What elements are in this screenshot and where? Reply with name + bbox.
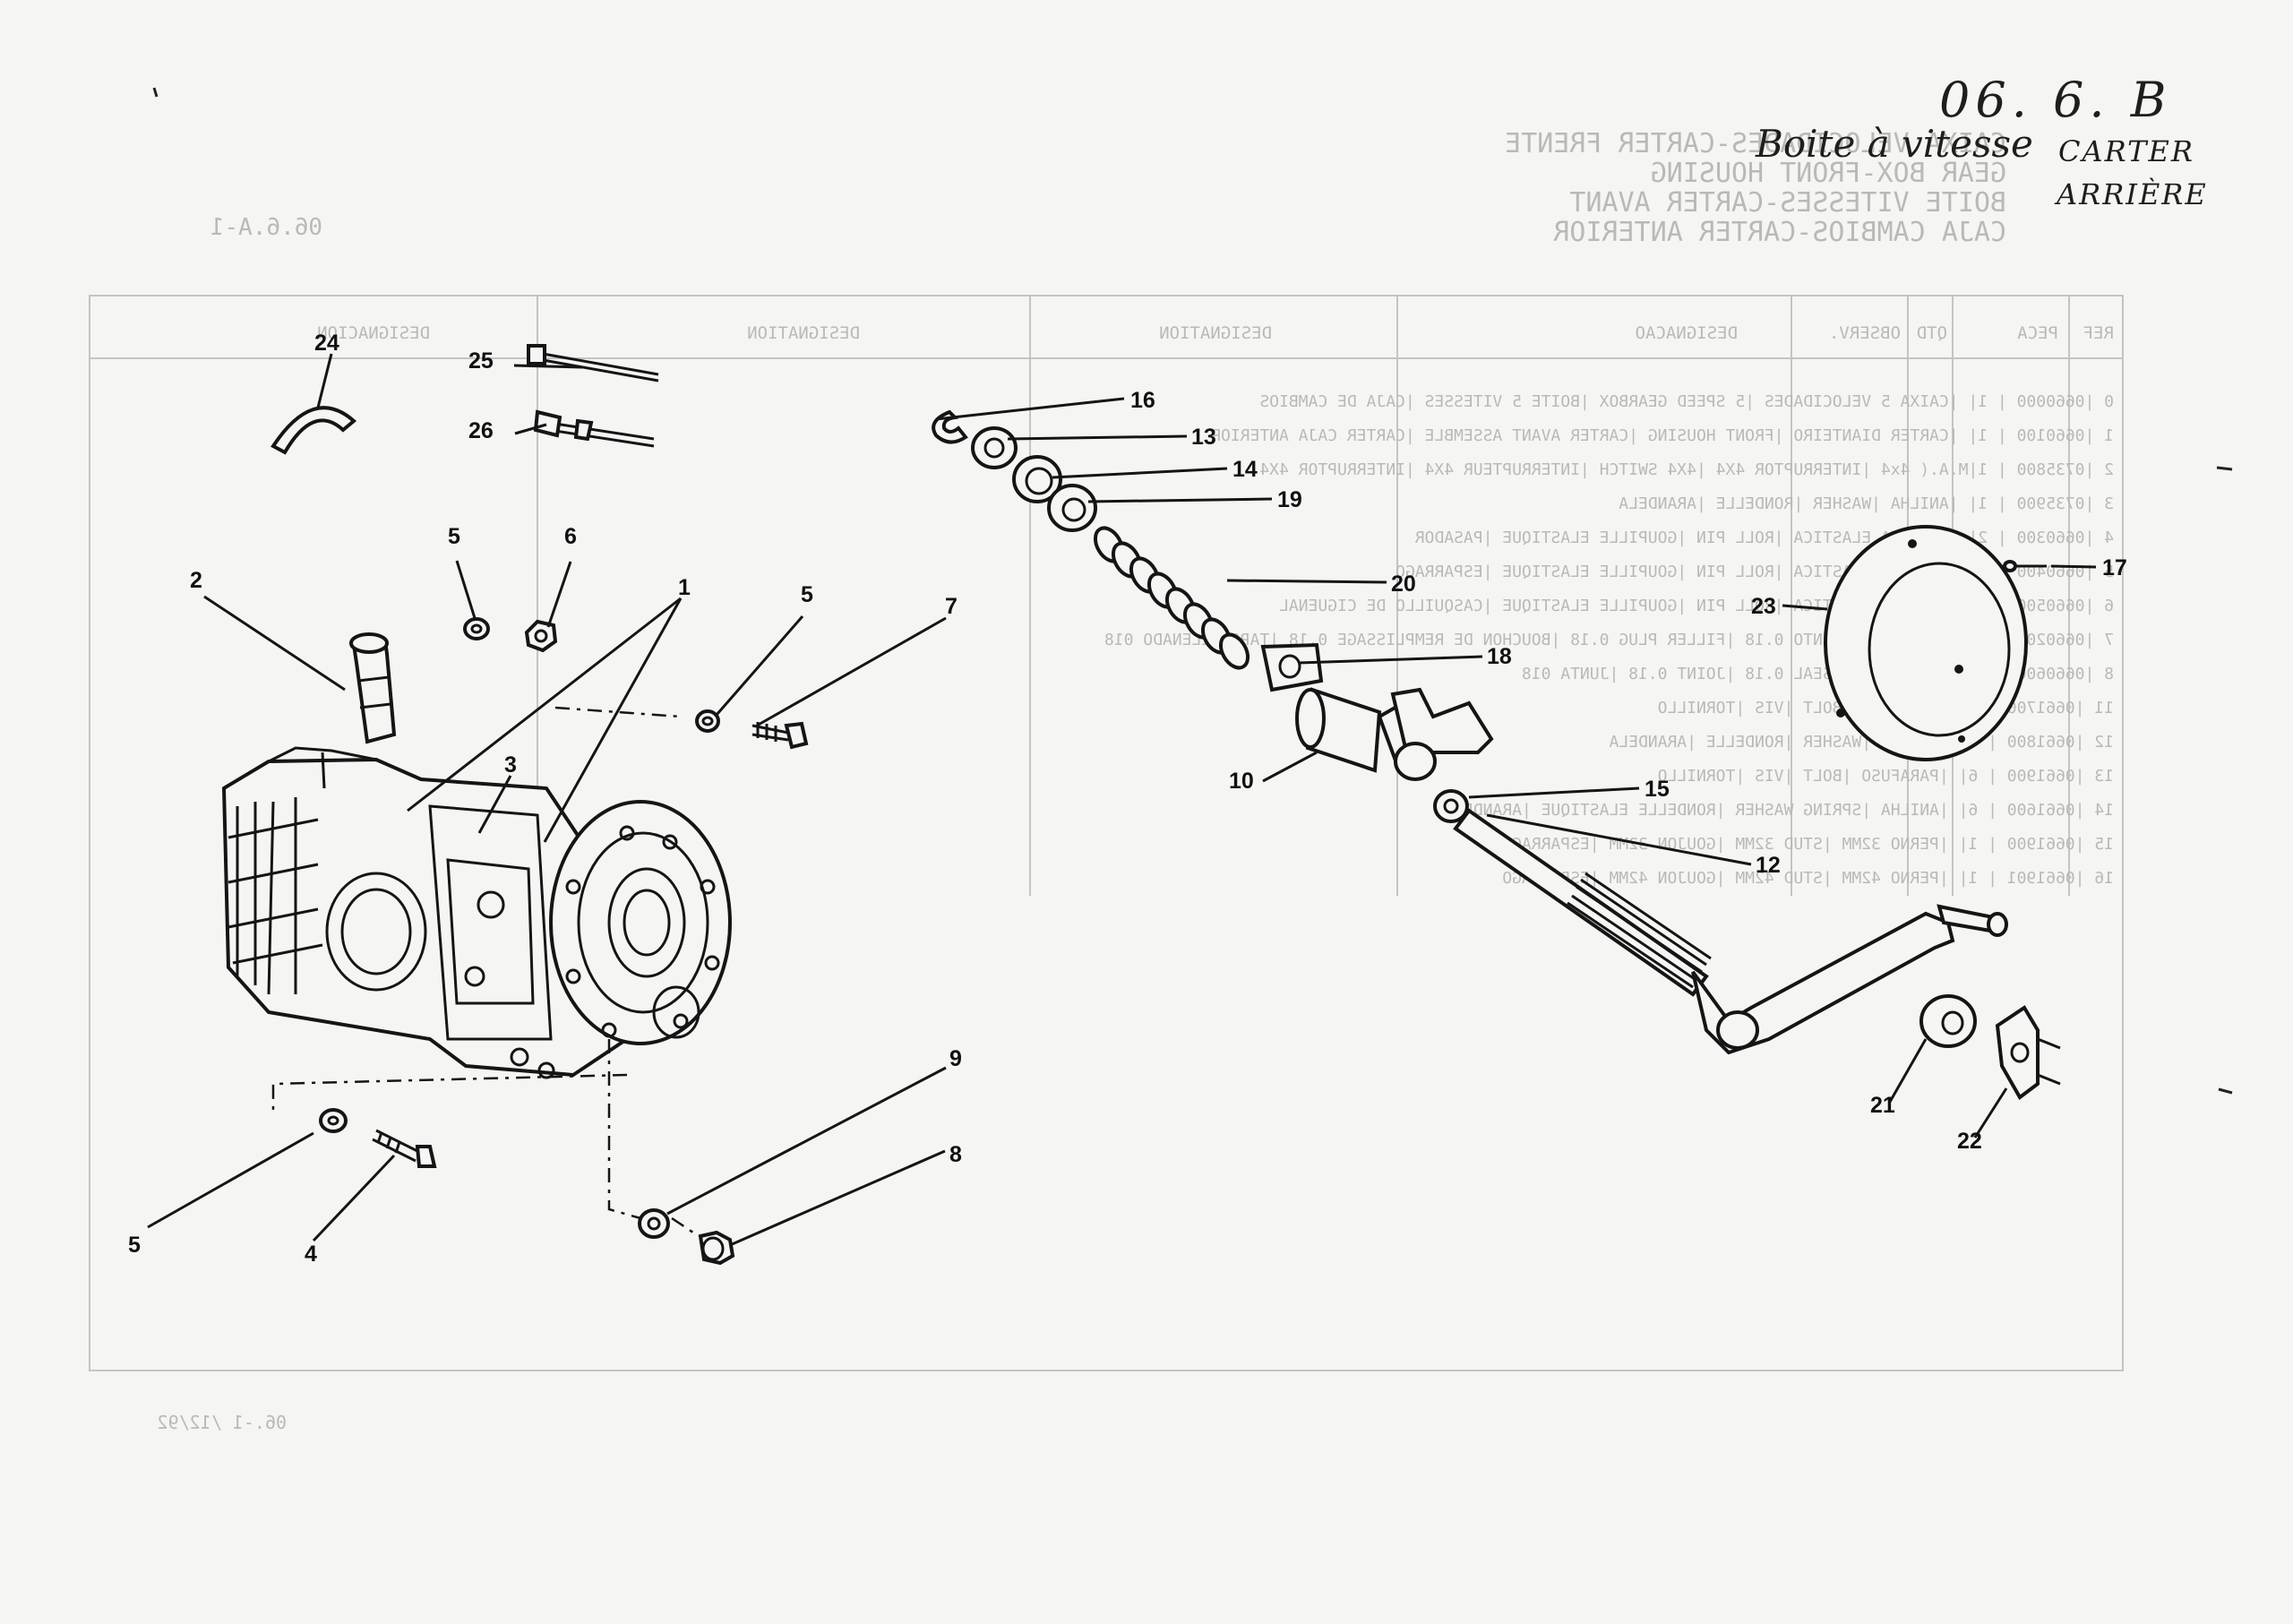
show-through-heading-4: CAJA CAMBIOS-CARTER ANTERIOR bbox=[1552, 217, 2006, 248]
show-through-header: DESIGNATION bbox=[1159, 323, 1272, 343]
show-through-row: 2 |0735800 | 1|M.A.( 4x4 |INTERRUPTOR 4X… bbox=[1259, 460, 2114, 479]
callout-15: 15 bbox=[1645, 777, 1670, 802]
show-through-row: 3 |0735900 | 1| |ANILHA |WASHER |RONDELL… bbox=[1619, 494, 2114, 513]
callout-12: 12 bbox=[1756, 853, 1781, 878]
show-through-header: DESIGNACION bbox=[317, 323, 430, 343]
show-through-row: 0 |0660000 | 1| |CAIXA 5 VELOCIDADES |5 … bbox=[1259, 392, 2114, 411]
show-through-heading-2: GEAR BOX-FRONT HOUSING bbox=[1651, 158, 2006, 189]
callout-6: 6 bbox=[564, 524, 577, 549]
callout-14: 14 bbox=[1232, 457, 1258, 482]
callout-10: 10 bbox=[1229, 769, 1254, 794]
callout-1: 1 bbox=[678, 575, 691, 600]
callout-5-right: 5 bbox=[801, 582, 813, 607]
callout-22: 22 bbox=[1957, 1129, 1982, 1154]
rear-housing-assembly bbox=[221, 344, 809, 1266]
handwritten-subtitle-line1: CARTER bbox=[2058, 134, 2194, 168]
callout-numbers: 24 25 26 2 5 6 1 5 7 3 5 4 9 8 16 13 14 … bbox=[128, 331, 2127, 1267]
handwritten-reference: 06. 6. B bbox=[1939, 72, 2172, 128]
callout-3: 3 bbox=[504, 752, 517, 778]
show-through-header: DESIGNACAO bbox=[1636, 323, 1738, 343]
handwritten-subtitle-line2: ARRIÈRE bbox=[2057, 177, 2208, 211]
stray-marks bbox=[152, 87, 2233, 1095]
callout-leader-lines bbox=[147, 353, 2097, 1247]
callout-8: 8 bbox=[949, 1142, 962, 1167]
callout-23: 23 bbox=[1751, 594, 1776, 619]
handwritten-title: Boite à vitesse bbox=[1756, 122, 2033, 166]
show-through-row: 15 |0661900 | 1| |PERNO 32MM |STUD 32MM … bbox=[1502, 835, 2114, 854]
show-through-row: 4 |0660300 | 2| |CAVILHA ELASTICA |ROLL … bbox=[1415, 528, 2114, 547]
selector-shaft-assembly bbox=[932, 409, 2061, 1100]
callout-2: 2 bbox=[190, 568, 202, 593]
callout-4: 4 bbox=[305, 1242, 317, 1267]
callout-21: 21 bbox=[1870, 1093, 1895, 1118]
show-through-table-frame bbox=[89, 295, 2124, 1371]
show-through-heading-3: BOITE VITESSES-CARTER AVANT bbox=[1569, 187, 2006, 219]
show-through-footer: 06.-1 /12/92 bbox=[158, 1412, 288, 1433]
callout-18: 18 bbox=[1487, 644, 1512, 669]
show-through-header: REF bbox=[2083, 323, 2114, 343]
show-through-header: OBSERV. bbox=[1829, 323, 1901, 343]
callout-19: 19 bbox=[1277, 487, 1302, 512]
callout-5-bottom: 5 bbox=[128, 1233, 141, 1258]
callout-13: 13 bbox=[1191, 425, 1216, 450]
show-through-heading-1: CAIXA VELOCIDADES-CARTER FRENTE bbox=[1505, 128, 2006, 159]
callout-16: 16 bbox=[1130, 388, 1155, 413]
callout-5-top: 5 bbox=[448, 524, 460, 549]
show-through-header: QTD bbox=[1917, 323, 1947, 343]
callout-24: 24 bbox=[314, 331, 339, 356]
show-through-row: 12 |0661800 | 6| |ANILHA |WASHER |RONDEL… bbox=[1609, 733, 2114, 752]
assembly-guide-lines bbox=[271, 706, 700, 1238]
show-through-row: 1 |0660100 | 1| |CARTER DIANTEIRO |FRONT… bbox=[1211, 426, 2114, 445]
show-through-page-code: 06.6.A-1 bbox=[210, 214, 322, 241]
callout-7: 7 bbox=[945, 594, 958, 619]
callout-9: 9 bbox=[949, 1046, 962, 1071]
show-through-row: 16 |0661901 | 1| |PERNO 42MM |STUD 42MM … bbox=[1502, 869, 2114, 888]
spring bbox=[1093, 526, 1250, 670]
show-through-header: PECA bbox=[2017, 323, 2058, 343]
callout-26: 26 bbox=[468, 418, 494, 443]
show-through-row: 14 |0661600 | 6| |ANILHA |SPRING WASHER … bbox=[1444, 801, 2114, 820]
show-through-row: 13 |0661900 | 6| |PARAFUSO |BOLT |VIS |T… bbox=[1658, 767, 2114, 786]
show-through-header: DESIGNATION bbox=[747, 323, 860, 343]
callout-20: 20 bbox=[1391, 571, 1416, 597]
show-through-table-headers: REF PECA QTD OBSERV. DESIGNACAO DESIGNAT… bbox=[317, 323, 2114, 343]
callout-17: 17 bbox=[2102, 555, 2127, 580]
callout-25: 25 bbox=[468, 348, 494, 374]
